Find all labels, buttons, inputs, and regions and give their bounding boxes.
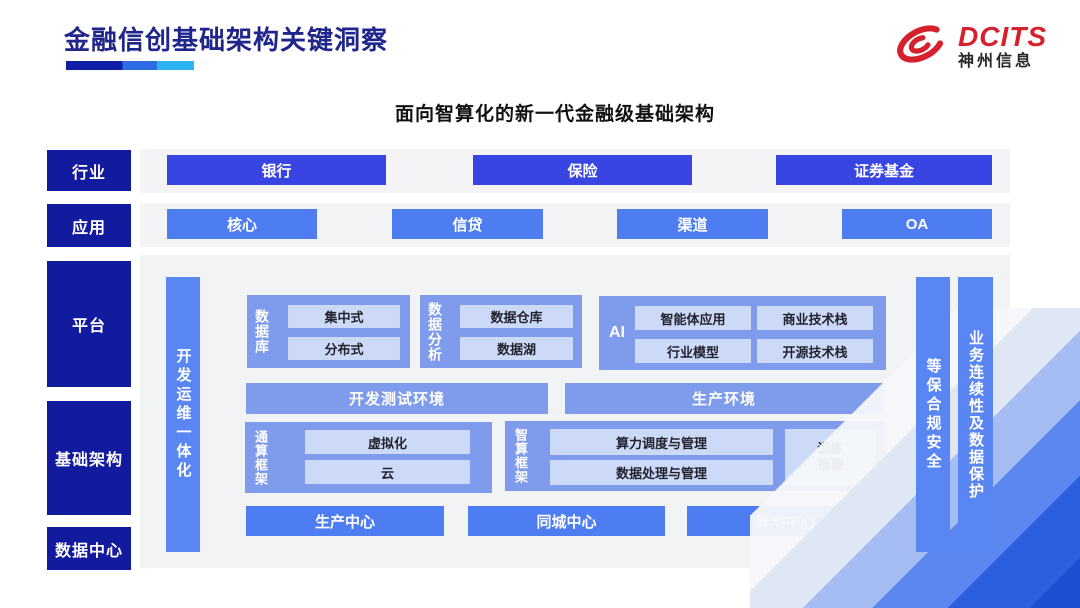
credit-button: 信贷 [392, 209, 543, 239]
channel-button: 渠道 [617, 209, 768, 239]
cloud-chip: 云 [305, 460, 470, 484]
inference-label: 推理 [817, 457, 844, 472]
agent-app-chip: 智能体应用 [635, 306, 751, 330]
sidebar-item-infrastructure: 基础架构 [47, 401, 131, 515]
remote-center-button: 异地中心 [687, 506, 884, 536]
dcits-logo: DCITS 神州信息 [893, 18, 1047, 75]
data-processing-chip: 数据处理与管理 [550, 460, 773, 485]
data-lake-chip: 数据湖 [460, 337, 573, 360]
bank-button: 银行 [167, 155, 386, 185]
core-button: 核心 [167, 209, 317, 239]
devops-vertical-bar: 开发运维一体化 [166, 277, 200, 552]
database-group: 数据库 集中式 分布式 [247, 295, 410, 368]
sidebar-item-datacenter: 数据中心 [47, 527, 131, 570]
data-analytics-group: 数据分析 数据仓库 数据湖 [420, 295, 582, 368]
virtualization-chip: 虚拟化 [305, 430, 470, 454]
diagram-subtitle: 面向智算化的新一代金融级基础架构 [394, 104, 715, 125]
general-compute-group: 通算框架 虚拟化 云 [245, 422, 492, 493]
same-city-center-button: 同城中心 [468, 506, 665, 536]
insurance-button: 保险 [473, 155, 692, 185]
training-label: 训练 [817, 440, 844, 456]
sidebar-item-industry: 行业 [47, 150, 131, 191]
production-env-bar: 生产环境 [565, 383, 883, 414]
sidebar-item-application: 应用 [47, 204, 131, 247]
title-underline [66, 61, 194, 70]
ai-group: AI 智能体应用 商业技术栈 行业模型 开源技术栈 [599, 296, 886, 370]
logo-brand-text: DCITS [958, 21, 1047, 53]
intelligent-compute-group-label: 智算框架 [513, 428, 528, 484]
logo-swirl-icon [893, 18, 949, 75]
sidebar-item-platform: 平台 [47, 261, 131, 387]
commercial-stack-chip: 商业技术栈 [757, 306, 873, 330]
securities-fund-button: 证券基金 [776, 155, 992, 185]
dev-test-env-bar: 开发测试环境 [246, 383, 548, 414]
data-warehouse-chip: 数据仓库 [460, 305, 573, 328]
opensource-stack-chip: 开源技术栈 [757, 339, 873, 363]
training-inference-chip: 训练 推理 [785, 429, 876, 485]
oa-button: OA [842, 209, 992, 239]
page-title: 金融信创基础架构关键洞察 [64, 25, 389, 55]
data-analytics-group-label: 数据分析 [427, 301, 443, 362]
compliance-security-bar: 等保合规安全 [916, 277, 950, 552]
compute-scheduling-chip: 算力调度与管理 [550, 429, 773, 455]
intelligent-compute-group: 智算框架 算力调度与管理 数据处理与管理 训练 推理 [505, 421, 885, 491]
logo-company-text: 神州信息 [958, 52, 1035, 70]
general-compute-group-label: 通算框架 [253, 429, 268, 486]
business-continuity-bar: 业务连续性及数据保护 [958, 277, 993, 552]
production-center-button: 生产中心 [246, 506, 444, 536]
distributed-chip: 分布式 [288, 337, 400, 360]
centralized-chip: 集中式 [288, 305, 400, 328]
industry-model-chip: 行业模型 [635, 339, 751, 363]
database-group-label: 数据库 [254, 309, 270, 354]
ai-group-label: AI [609, 324, 625, 341]
